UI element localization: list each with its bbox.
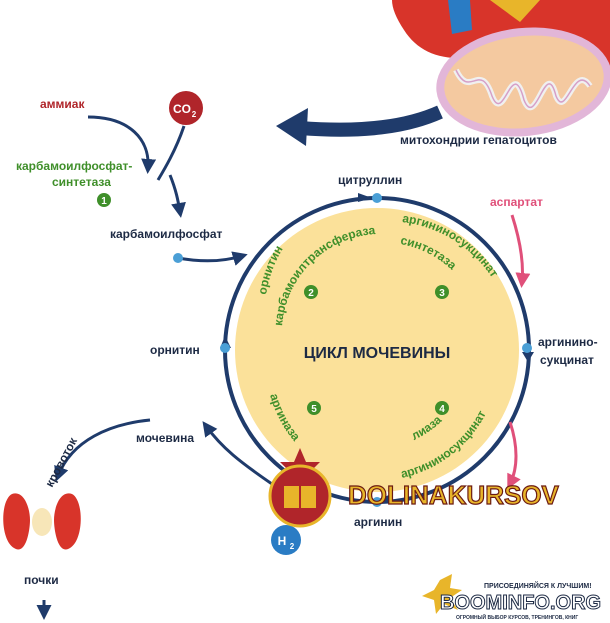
- urea-label: мочевина: [136, 431, 194, 445]
- h2o-badge: H 2: [271, 525, 301, 555]
- cps-number: 1: [101, 196, 107, 207]
- co2-badge: CO 2: [169, 91, 203, 125]
- boominfo-text: BOOMINFO.ORG: [440, 592, 601, 614]
- co2-text: CO: [173, 102, 191, 116]
- h2o-text: H: [278, 534, 287, 548]
- argininosuccinate-label-line2: сукцинат: [540, 353, 594, 367]
- bloodstream-label: кровоток: [42, 434, 80, 489]
- h2o-subscript: 2: [290, 542, 295, 551]
- kidneys-label: почки: [24, 573, 59, 587]
- ornithine-label: орнитин: [150, 343, 200, 357]
- ammonia-arrow: [87, 115, 157, 174]
- aspartate-arrow: [510, 214, 531, 288]
- bloodstream-arrow: [54, 418, 151, 482]
- citrulline-node: [372, 193, 382, 203]
- mitochondrion-illustration: [436, 27, 610, 137]
- argininosuccinate-label-line1: аргинино-: [538, 335, 598, 349]
- ammonia-label: аммиак: [40, 97, 85, 111]
- arginine-label: аргинин: [354, 515, 402, 529]
- dolinakursov-text: DOLINAKURSOV: [348, 480, 560, 510]
- boominfo-tagline: ПРИСОЕДИНЯЙСЯ К ЛУЧШИМ!: [484, 581, 592, 590]
- otc-number: 2: [308, 288, 314, 299]
- kidneys-illustration: [3, 493, 81, 550]
- co2-arrow: [156, 125, 186, 181]
- ornithine-node: [220, 343, 230, 353]
- ass-badge: [435, 285, 449, 299]
- asl-badge: [435, 401, 449, 415]
- aspartate-label: аспартат: [490, 195, 543, 209]
- otc-badge: [304, 285, 318, 299]
- ass-number: 3: [439, 288, 445, 299]
- argininosuccinate-node: [522, 343, 532, 353]
- fumarate-arrow: [507, 421, 521, 490]
- citrulline-label: цитруллин: [338, 173, 402, 187]
- co2-subscript: 2: [192, 110, 197, 119]
- carbamoyl-phosphate-label: карбамоилфосфат: [110, 227, 223, 241]
- urea-cycle-fill: [235, 208, 519, 492]
- asl-number: 4: [439, 404, 445, 415]
- boominfo-watermark: ПРИСОЕДИНЯЙСЯ К ЛУЧШИМ! BOOMINFO.ORG ОГР…: [422, 574, 602, 621]
- urea-out-arrow: [202, 421, 273, 486]
- boominfo-subline: ОГРОМНЫЙ ВЫБОР КУРСОВ, ТРЕНИНГОВ, КНИГ: [456, 613, 578, 621]
- arginine-node: [372, 497, 382, 507]
- arginase-badge: [307, 401, 321, 415]
- carbamoyl-node: [173, 253, 183, 263]
- cycle-title: ЦИКЛ МОЧЕВИНЫ: [304, 345, 451, 362]
- mitochondria-arrow: [276, 105, 443, 146]
- dolinakursov-watermark: DOLINAKURSOV: [268, 448, 560, 528]
- cps-label-line2: синтетаза: [52, 175, 111, 189]
- cps-badge: [97, 193, 111, 207]
- cps-arrow: [168, 174, 186, 218]
- arginase-number: 5: [311, 404, 317, 415]
- carbamoyl-arrow: [177, 251, 248, 266]
- cps-label-line1: карбамоилфосфат-: [16, 159, 132, 173]
- mito-caption: митохондрии гепатоцитов: [400, 133, 557, 147]
